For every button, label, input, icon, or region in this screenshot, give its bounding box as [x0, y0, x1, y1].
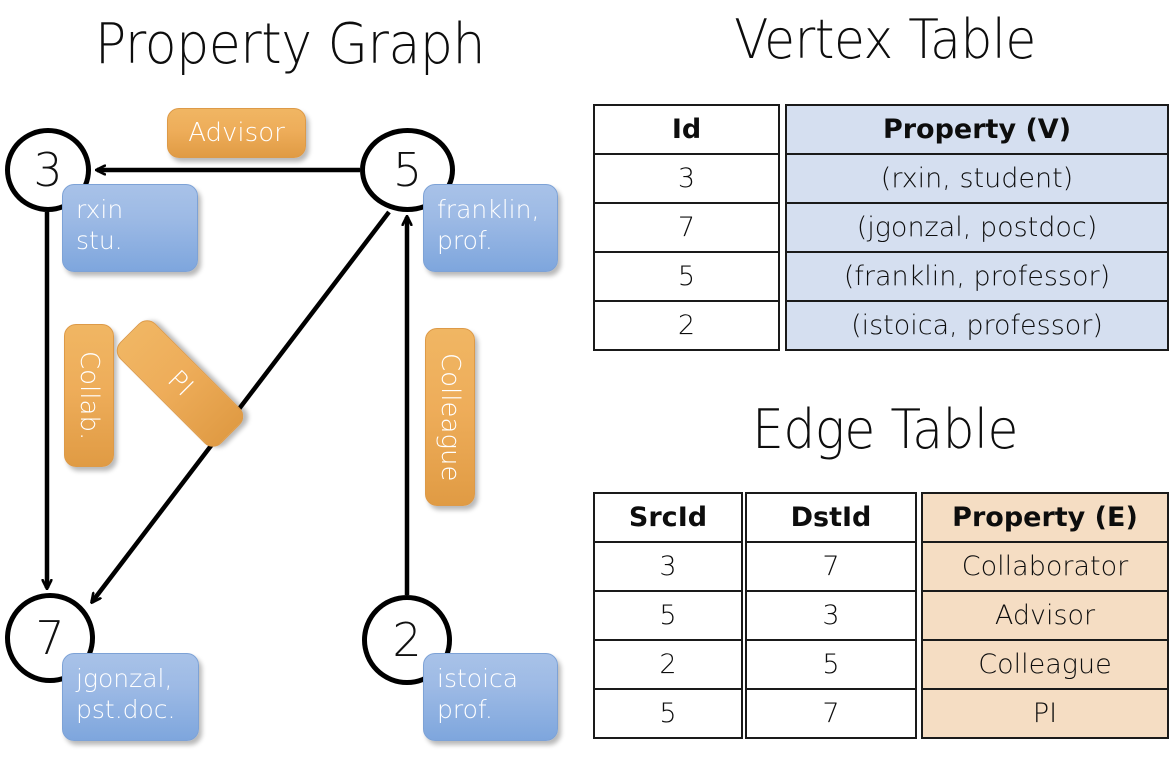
graph-node-5-label: 5: [392, 143, 423, 197]
table-row: Advisor: [921, 590, 1169, 641]
vertex-table-property-column: Property (V) (rxin, student) (jgonzal, p…: [785, 104, 1169, 351]
edge-row-1-dst: 3: [745, 590, 917, 641]
table-row: (rxin, student): [785, 153, 1169, 204]
edge-row-1-src: 5: [593, 590, 743, 641]
vertex-property-chip-5: franklin, prof.: [423, 184, 558, 272]
pi-label: PI: [161, 364, 199, 403]
vertex-2-name: istoica: [437, 664, 519, 693]
table-row: 7: [745, 688, 917, 739]
vertex-property-chip-3: rxin stu.: [62, 184, 198, 272]
edge-header-srcid: SrcId: [593, 492, 743, 543]
table-row: PI: [921, 688, 1169, 739]
table-header-row: Id: [593, 104, 780, 155]
advisor-label: Advisor: [188, 118, 285, 148]
page-title-edge-table: Edge Table: [752, 398, 1018, 461]
page-title-property-graph: Property Graph: [94, 12, 486, 77]
edge-row-0-dst: 7: [745, 541, 917, 592]
vertex-header-id: Id: [593, 104, 780, 155]
edge-label-chip-collab: Collab.: [64, 324, 114, 467]
table-header-row: Property (V): [785, 104, 1169, 155]
graph-node-7-label: 7: [35, 611, 65, 665]
edge-row-0-property: Collaborator: [921, 541, 1169, 592]
vertex-property-chip-7: jgonzal, pst.doc.: [62, 653, 199, 741]
table-row: 2: [593, 639, 743, 690]
table-row: 3: [745, 590, 917, 641]
edge-row-2-property: Colleague: [921, 639, 1169, 690]
table-row: Collaborator: [921, 541, 1169, 592]
edge-header-dstid: DstId: [745, 492, 917, 543]
table-row: 2: [593, 300, 780, 351]
vertex-row-0-property: (rxin, student): [785, 153, 1169, 204]
edge-row-2-src: 2: [593, 639, 743, 690]
vertex-3-name: rxin: [76, 195, 124, 224]
vertex-header-property: Property (V): [785, 104, 1169, 155]
colleague-label: Colleague: [435, 352, 465, 482]
vertex-row-2-property: (franklin, professor): [785, 251, 1169, 302]
vertex-7-role: pst.doc.: [76, 695, 176, 724]
graph-node-5[interactable]: 5: [360, 128, 455, 212]
edge-label-chip-colleague: Colleague: [425, 328, 475, 506]
edge-label-chip-advisor: Advisor: [167, 108, 306, 158]
table-row: 3: [593, 541, 743, 592]
table-header-row: SrcId: [593, 492, 743, 543]
vertex-row-3-id: 2: [593, 300, 780, 351]
graph-edges-layer: [0, 90, 580, 760]
table-row: 3: [593, 153, 780, 204]
table-row: 7: [593, 202, 780, 253]
vertex-2-role: prof.: [437, 695, 493, 724]
vertex-7-name: jgonzal,: [76, 664, 173, 693]
edge-row-3-dst: 7: [745, 688, 917, 739]
table-row: (jgonzal, postdoc): [785, 202, 1169, 253]
edge-row-0-src: 3: [593, 541, 743, 592]
edge-row-3-src: 5: [593, 688, 743, 739]
table-row: (franklin, professor): [785, 251, 1169, 302]
graph-node-3[interactable]: 3: [5, 128, 91, 212]
vertex-property-chip-2: istoica prof.: [423, 653, 558, 741]
edge-row-2-dst: 5: [745, 639, 917, 690]
edge-row-1-property: Advisor: [921, 590, 1169, 641]
vertex-row-2-id: 5: [593, 251, 780, 302]
vertex-row-1-id: 7: [593, 202, 780, 253]
graph-node-3-label: 3: [33, 143, 63, 197]
edge-table-dstid-column: DstId 7 3 5 7: [745, 492, 917, 739]
table-row: Colleague: [921, 639, 1169, 690]
page-title-vertex-table: Vertex Table: [734, 8, 1036, 71]
vertex-3-role: stu.: [76, 226, 123, 255]
property-graph-diagram: 3 5 7 2 rxin stu. franklin, prof. jgonza…: [0, 90, 580, 760]
edge-table-srcid-column: SrcId 3 5 2 5: [593, 492, 743, 739]
vertex-table-id-column: Id 3 7 5 2: [593, 104, 780, 351]
vertex-row-1-property: (jgonzal, postdoc): [785, 202, 1169, 253]
table-row: 5: [593, 590, 743, 641]
table-header-row: DstId: [745, 492, 917, 543]
edge-header-property: Property (E): [921, 492, 1169, 543]
graph-node-2-label: 2: [392, 613, 422, 667]
vertex-row-3-property: (istoica, professor): [785, 300, 1169, 351]
vertex-row-0-id: 3: [593, 153, 780, 204]
table-row: 7: [745, 541, 917, 592]
table-row: (istoica, professor): [785, 300, 1169, 351]
table-row: 5: [593, 251, 780, 302]
collab-label: Collab.: [74, 350, 104, 441]
table-row: 5: [593, 688, 743, 739]
table-row: 5: [745, 639, 917, 690]
table-header-row: Property (E): [921, 492, 1169, 543]
vertex-5-role: prof.: [437, 226, 493, 255]
edge-5-to-7-pi: [92, 210, 391, 602]
edge-row-3-property: PI: [921, 688, 1169, 739]
vertex-5-name: franklin,: [437, 195, 540, 224]
edge-table-property-column: Property (E) Collaborator Advisor Collea…: [921, 492, 1169, 739]
